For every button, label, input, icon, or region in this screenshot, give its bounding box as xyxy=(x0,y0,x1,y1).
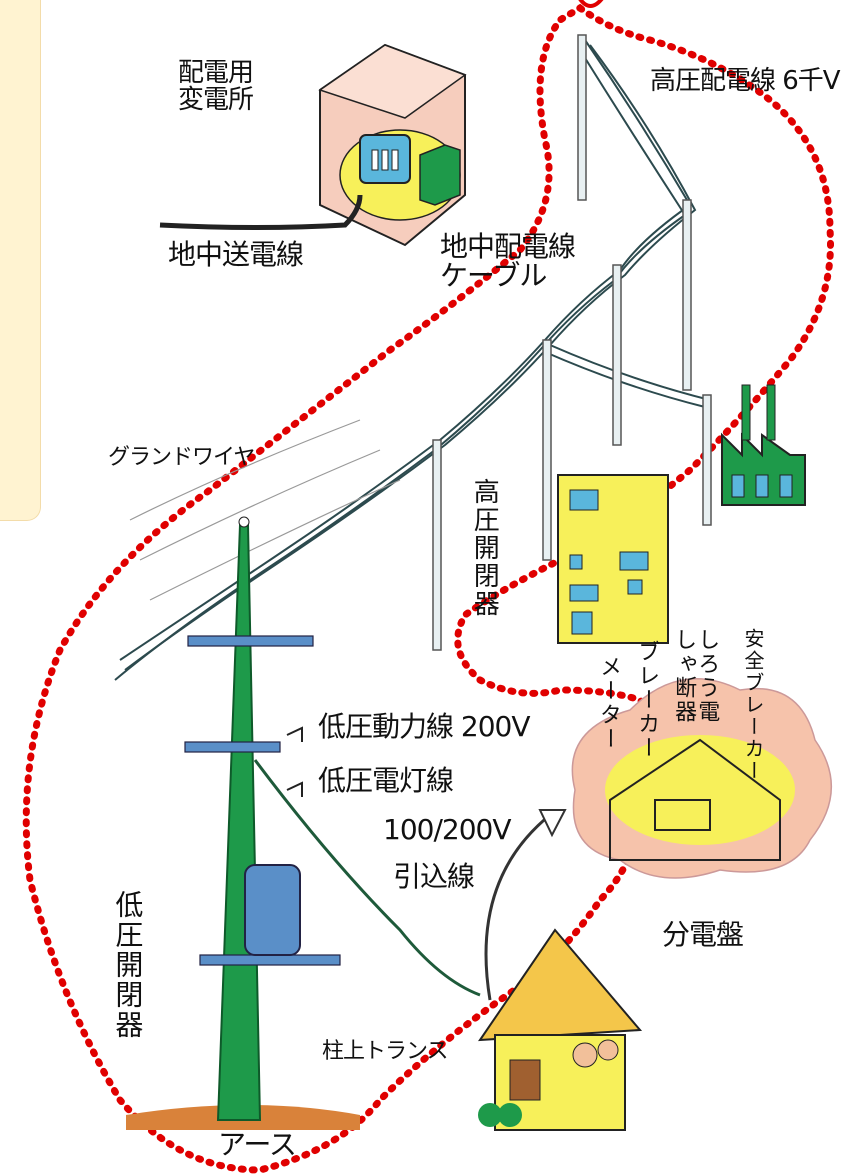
label-high-voltage-line: 高圧配電線 6千V xyxy=(650,66,841,96)
label-substation: 配電用 変電所 xyxy=(178,58,254,116)
arrow-curve xyxy=(484,813,551,1001)
arrow xyxy=(286,781,303,797)
substation-building xyxy=(318,43,467,247)
label-underground-cable: 地中配電線 ケーブル xyxy=(440,230,576,293)
label-low-voltage-light: 低圧電灯線 xyxy=(318,764,454,797)
house xyxy=(478,928,643,1131)
substation-text: 配電用 変電所 xyxy=(178,58,254,116)
label-distribution-board: 分電盤 xyxy=(662,918,744,951)
label-ground-wire: グランドワイヤ xyxy=(108,445,255,470)
label-service-drop: 引込線 xyxy=(393,860,475,893)
label-earth: アース xyxy=(218,1128,297,1161)
label-safety-breaker: 安全ブレーカー xyxy=(741,628,765,782)
factory xyxy=(721,384,806,506)
label-pole-transformer: 柱上トランス xyxy=(322,1039,449,1064)
label-breaker: ブレーカー xyxy=(634,640,660,760)
underground-transmission-line xyxy=(159,194,363,230)
label-meter: メーター xyxy=(596,655,622,751)
side-panel xyxy=(0,0,41,521)
label-low-voltage-light-value: 100/200V xyxy=(383,813,511,846)
house-cutaway xyxy=(571,678,833,879)
ground-wire xyxy=(129,419,401,601)
building xyxy=(557,474,669,644)
label-high-voltage-switch: 高圧開閉器 xyxy=(469,478,500,618)
label-low-voltage-power: 低圧動力線 200V xyxy=(318,710,530,743)
utility-poles xyxy=(432,34,712,651)
label-low-voltage-switch: 低圧開閉器 xyxy=(111,890,145,1040)
label-leakage-breaker: しろう電 しゃ断器 xyxy=(671,628,720,724)
arrow xyxy=(286,726,303,742)
label-underground-transmission: 地中送電線 xyxy=(168,238,304,271)
main-pole xyxy=(126,516,360,1130)
service-drop-line xyxy=(253,759,481,997)
top-mark xyxy=(578,0,604,8)
